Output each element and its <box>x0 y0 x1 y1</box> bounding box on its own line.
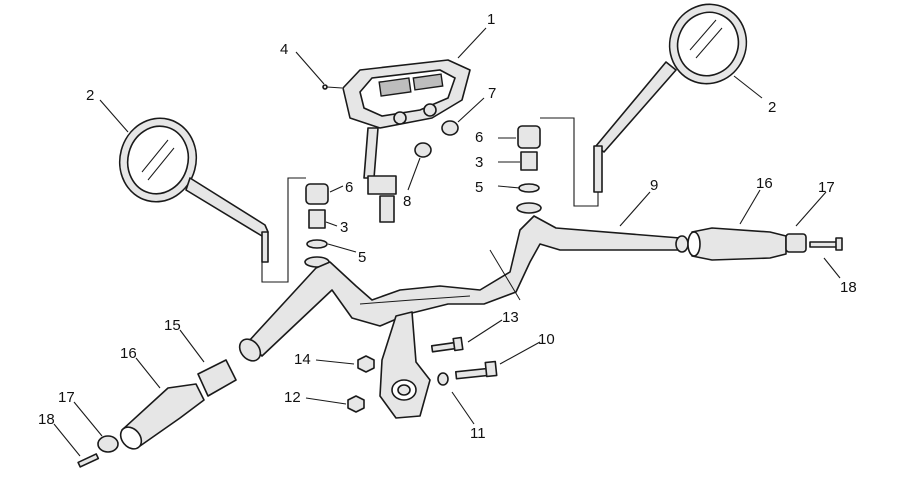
callout-5-right: 5 <box>475 179 483 196</box>
callout-3-right: 3 <box>475 154 483 171</box>
callout-17-left: 17 <box>58 389 75 406</box>
handlebar-clamp <box>379 311 431 419</box>
instrument-cluster <box>322 59 471 223</box>
right-grip-assembly <box>687 227 843 261</box>
rubber-buffers <box>414 120 459 158</box>
leader-lines <box>53 27 841 457</box>
callout-9: 9 <box>650 177 658 194</box>
callout-5-left: 5 <box>358 249 366 266</box>
left-riser-stack <box>304 183 330 268</box>
bolt-13 <box>430 336 464 353</box>
callout-18-right: 18 <box>840 279 857 296</box>
nut-14 <box>357 355 375 373</box>
callout-2-left: 2 <box>86 87 94 104</box>
callout-16-right: 16 <box>756 175 773 192</box>
callout-8: 8 <box>403 193 411 210</box>
mirror-stem-routes <box>261 117 599 283</box>
right-mirror <box>593 3 748 193</box>
callout-17-right: 17 <box>818 179 835 196</box>
left-grip-assembly <box>77 359 237 468</box>
handlebar <box>238 215 689 362</box>
callout-3-left: 3 <box>340 219 348 236</box>
bolt-10 <box>437 360 498 386</box>
callout-12: 12 <box>284 389 301 406</box>
nut-12 <box>347 395 365 413</box>
callout-labels: 1 2 2 3 3 4 5 5 6 6 7 8 9 10 11 12 13 14… <box>38 11 857 442</box>
callout-11: 11 <box>470 425 486 442</box>
right-riser-stack <box>516 125 542 214</box>
callout-10: 10 <box>538 331 555 348</box>
callout-13: 13 <box>502 309 519 326</box>
callout-16-left: 16 <box>120 345 137 362</box>
callout-4: 4 <box>280 41 288 58</box>
callout-6-right: 6 <box>475 129 483 146</box>
callout-6-left: 6 <box>345 179 353 196</box>
callout-15: 15 <box>164 317 181 334</box>
callout-18-left: 18 <box>38 411 55 428</box>
callout-14: 14 <box>294 351 311 368</box>
left-mirror <box>118 117 269 263</box>
callout-1: 1 <box>487 11 495 28</box>
callout-2-right: 2 <box>768 99 776 116</box>
callout-7: 7 <box>488 85 496 102</box>
